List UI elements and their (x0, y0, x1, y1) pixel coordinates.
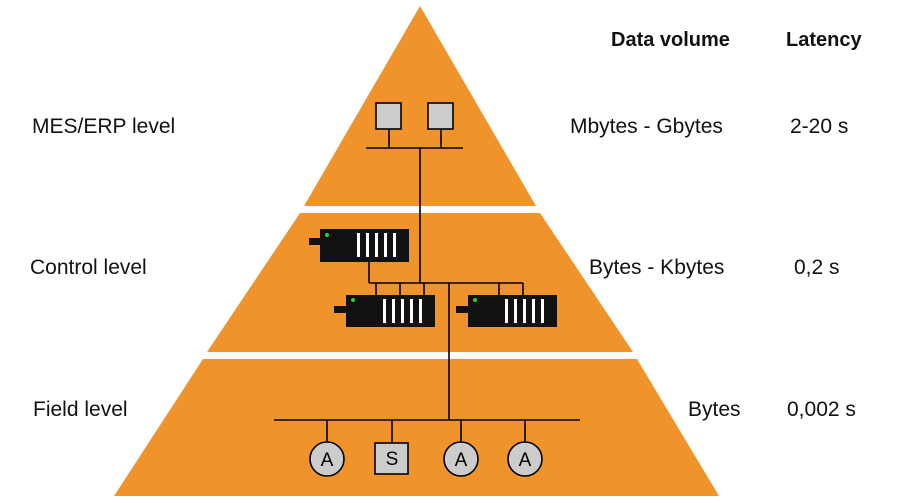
control-network (368, 261, 524, 410)
latency-mes-erp: 2-20 s (790, 115, 849, 138)
pyramid-tier-mes-erp (304, 6, 536, 206)
field-device-label: A (455, 450, 468, 471)
computer-icon (375, 102, 402, 130)
header-latency: Latency (786, 29, 862, 51)
level-name-mes-erp: MES/ERP level (32, 115, 176, 138)
header-data-volume: Data volume (611, 29, 730, 51)
field-device-actuator-1: A (309, 441, 345, 477)
level-name-field: Field level (33, 398, 128, 421)
field-device-actuator-3: A (507, 441, 543, 477)
plc-controller-icon (334, 295, 435, 327)
field-device-label: S (386, 449, 399, 470)
latency-field: 0,002 s (787, 398, 856, 421)
computer-icon (427, 102, 454, 130)
plc-controller-icon (309, 229, 409, 262)
plc-controller-icon (456, 295, 557, 327)
field-bus (274, 410, 580, 443)
data-volume-mes-erp: Mbytes - Gbytes (570, 115, 723, 138)
field-device-sensor: S (374, 442, 409, 475)
level-name-control: Control level (30, 256, 147, 279)
latency-control: 0,2 s (794, 256, 840, 279)
field-device-actuator-2: A (443, 441, 479, 477)
data-volume-control: Bytes - Kbytes (589, 256, 725, 279)
field-device-label: A (321, 450, 334, 471)
pyramid-tier-field (114, 359, 719, 496)
data-volume-field: Bytes (688, 398, 741, 421)
field-device-label: A (519, 450, 532, 471)
mes-erp-network (366, 102, 463, 283)
